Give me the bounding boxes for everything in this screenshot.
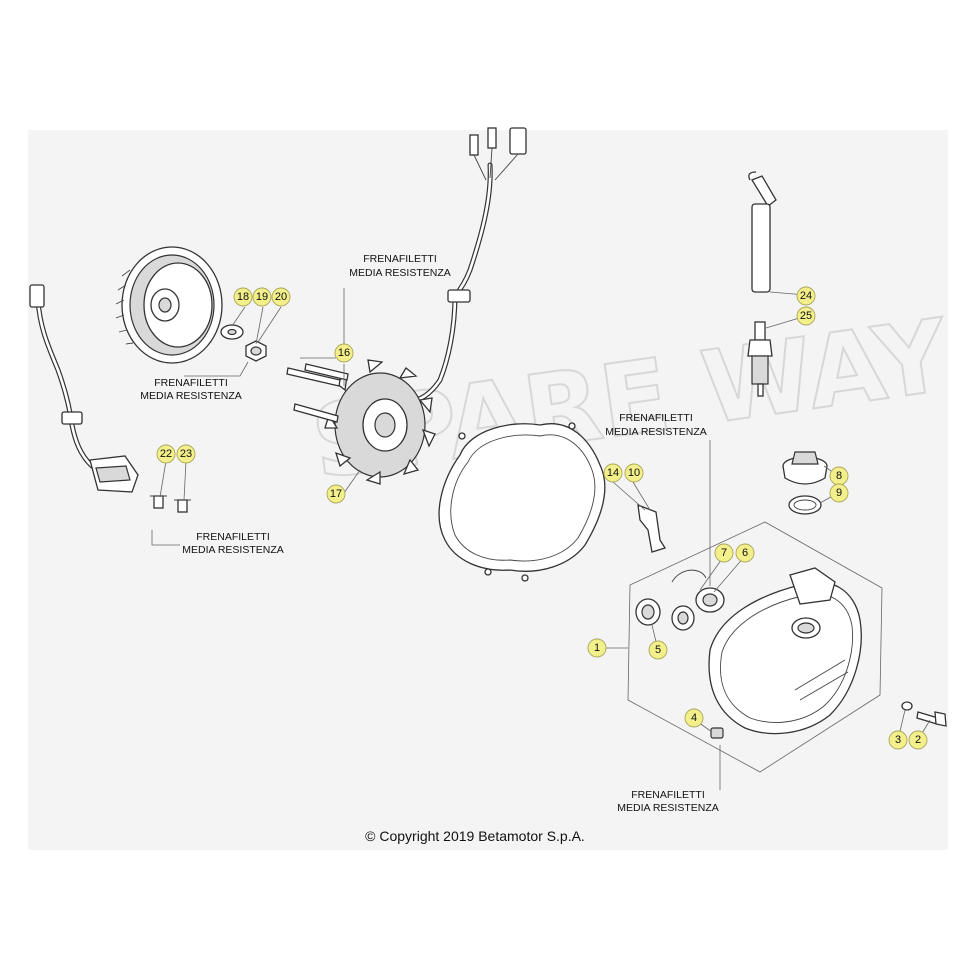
svg-text:FRENAFILETTI: FRENAFILETTI: [154, 377, 228, 389]
threadlocker-note-cover: FRENAFILETTI MEDIA RESISTENZA: [617, 789, 719, 814]
part-tag-14[interactable]: 14: [603, 463, 623, 483]
part-tag-23[interactable]: 23: [176, 444, 196, 464]
filler-cap-oring[interactable]: [788, 495, 822, 515]
bearing-left[interactable]: [635, 598, 661, 626]
pickup-sensor-wire[interactable]: [29, 284, 95, 469]
svg-text:25: 25: [800, 310, 812, 322]
svg-text:8: 8: [836, 470, 842, 482]
part-tag-20[interactable]: 20: [271, 287, 291, 307]
svg-text:14: 14: [607, 467, 619, 479]
svg-text:FRENAFILETTI: FRENAFILETTI: [631, 789, 705, 801]
svg-text:2: 2: [915, 734, 921, 746]
copyright-notice: © Copyright 2019 Betamotor S.p.A.: [365, 828, 585, 844]
svg-text:17: 17: [330, 488, 342, 500]
svg-text:9: 9: [836, 487, 842, 499]
svg-text:22: 22: [160, 448, 172, 460]
svg-text:MEDIA RESISTENZA: MEDIA RESISTENZA: [617, 802, 719, 814]
part-tag-18[interactable]: 18: [233, 287, 253, 307]
part-tag-8[interactable]: 8: [829, 466, 849, 486]
part-tag-2[interactable]: 2: [908, 730, 928, 750]
ignition-cover[interactable]: [708, 567, 862, 735]
sensor-screws[interactable]: [150, 495, 191, 513]
svg-text:24: 24: [800, 290, 812, 302]
spark-plug[interactable]: [747, 321, 773, 397]
part-tag-24[interactable]: 24: [796, 286, 816, 306]
threadlocker-note-stator: FRENAFILETTI MEDIA RESISTENZA: [349, 253, 451, 279]
part-tag-9[interactable]: 9: [829, 483, 849, 503]
svg-text:5: 5: [655, 644, 661, 656]
part-tag-17[interactable]: 17: [326, 484, 346, 504]
pickup-sensor[interactable]: [89, 455, 139, 493]
threadlocker-note-clip: FRENAFILETTI MEDIA RESISTENZA: [605, 412, 707, 438]
part-tag-16[interactable]: 16: [334, 343, 354, 363]
cover-screw[interactable]: [901, 701, 947, 727]
retaining-clip[interactable]: [637, 503, 666, 553]
svg-text:20: 20: [275, 291, 287, 303]
bearing-right[interactable]: [671, 605, 695, 631]
threadlocker-note-flywheel: FRENAFILETTI MEDIA RESISTENZA: [140, 377, 242, 402]
svg-text:FRENAFILETTI: FRENAFILETTI: [619, 412, 693, 424]
svg-text:MEDIA RESISTENZA: MEDIA RESISTENZA: [605, 426, 707, 438]
oil-seal-outer[interactable]: [695, 587, 725, 613]
svg-text:MEDIA RESISTENZA: MEDIA RESISTENZA: [349, 267, 451, 279]
part-tag-25[interactable]: 25: [796, 306, 816, 326]
part-tag-3[interactable]: 3: [888, 730, 908, 750]
svg-text:16: 16: [338, 347, 350, 359]
stator[interactable]: [324, 359, 436, 485]
flywheel-nut[interactable]: [245, 340, 267, 362]
svg-text:19: 19: [256, 291, 268, 303]
part-tag-5[interactable]: 5: [648, 640, 668, 660]
svg-text:10: 10: [628, 467, 640, 479]
part-tag-6[interactable]: 6: [735, 543, 755, 563]
stator-screws[interactable]: [286, 363, 349, 423]
svg-text:7: 7: [721, 547, 727, 559]
part-tag-10[interactable]: 10: [624, 463, 644, 483]
svg-text:1: 1: [594, 642, 600, 654]
part-tag-22[interactable]: 22: [156, 444, 176, 464]
spark-plug-cap[interactable]: [748, 171, 777, 293]
svg-text:FRENAFILETTI: FRENAFILETTI: [196, 531, 270, 543]
stator-connectors[interactable]: [469, 127, 527, 181]
part-tag-4[interactable]: 4: [684, 708, 704, 728]
cover-plug[interactable]: [710, 727, 724, 739]
ignition-cover-frame: [627, 521, 883, 773]
threadlocker-note-sensor: FRENAFILETTI MEDIA RESISTENZA: [182, 531, 284, 556]
svg-text:FRENAFILETTI: FRENAFILETTI: [363, 253, 437, 265]
svg-text:4: 4: [691, 712, 697, 724]
circlip[interactable]: [671, 569, 707, 583]
part-tag-7[interactable]: 7: [714, 543, 734, 563]
part-tag-19[interactable]: 19: [252, 287, 272, 307]
filler-cap[interactable]: [782, 451, 828, 485]
stator-wire[interactable]: [407, 162, 493, 405]
svg-text:MEDIA RESISTENZA: MEDIA RESISTENZA: [182, 544, 284, 556]
part-tag-1[interactable]: 1: [587, 638, 607, 658]
svg-text:23: 23: [180, 448, 192, 460]
cover-gasket[interactable]: [438, 422, 606, 582]
flywheel-washer[interactable]: [220, 324, 244, 340]
svg-text:3: 3: [895, 734, 901, 746]
svg-text:MEDIA RESISTENZA: MEDIA RESISTENZA: [140, 390, 242, 402]
svg-text:18: 18: [237, 291, 249, 303]
svg-text:6: 6: [742, 547, 748, 559]
flywheel-rotor[interactable]: [115, 246, 223, 364]
